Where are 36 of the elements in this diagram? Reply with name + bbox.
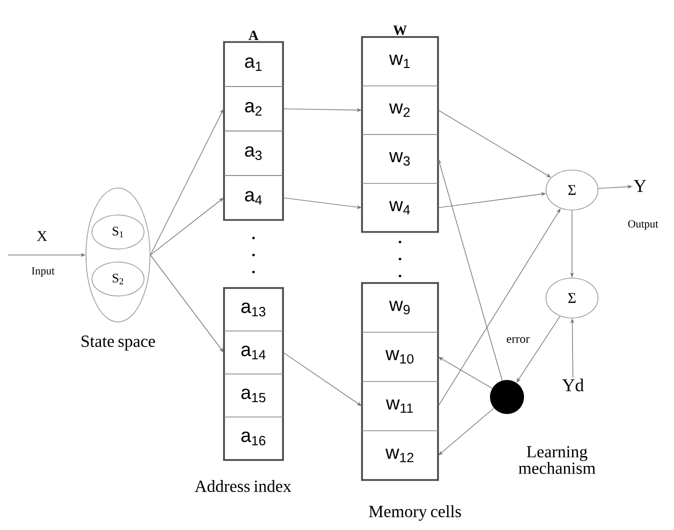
node-caption: Memory cells (368, 505, 461, 521)
ellipse-node: Σ (546, 278, 598, 318)
table-cell: a$_{15}$ (224, 374, 284, 418)
edge-label: X (36, 230, 48, 242)
table-cell: w$_{4}$ (362, 183, 438, 232)
table-cell: a$_{14}$ (224, 330, 284, 374)
table-cell: a$_{16}$ (224, 416, 284, 460)
table-cell: a$_{1}$ (224, 42, 284, 87)
signal-label: Y (634, 180, 646, 192)
table-cell: a$_{3}$ (224, 130, 284, 176)
table-cell: a$_{4}$ (224, 175, 284, 220)
node-caption: Learning mechanism (518, 446, 596, 474)
ellipse-node (86, 188, 150, 322)
table-cell: w$_{2}$ (362, 86, 438, 135)
node-label: A (248, 30, 258, 40)
table-cell: w$_{10}$ (362, 332, 438, 382)
signal-label: Yd (562, 378, 584, 392)
table-cell: w$_{12}$ (362, 430, 438, 480)
node-caption: State space (82, 336, 155, 350)
node-caption: Output (628, 220, 658, 230)
ellipse-node: S$_{1}$ (92, 214, 144, 250)
memory-column-box (223, 287, 284, 461)
table-cell: w$_{9}$ (362, 282, 438, 332)
node-caption: Address index (194, 480, 292, 492)
table-cell: w$_{3}$ (362, 134, 438, 184)
table-cell: w$_{1}$ (362, 36, 438, 86)
ellipse-node: Σ (546, 170, 598, 210)
table-cell: w$_{11}$ (362, 381, 438, 431)
node-label: W (393, 26, 407, 35)
table-cell: a$_{13}$ (224, 288, 284, 332)
ellipse-node: S$_{2}$ (92, 262, 144, 296)
learning-node (490, 380, 524, 414)
edge-label: error (505, 336, 531, 344)
input-label: Input (32, 267, 55, 277)
memory-column-box (361, 282, 439, 481)
table-cell: a$_{2}$ (224, 86, 284, 132)
